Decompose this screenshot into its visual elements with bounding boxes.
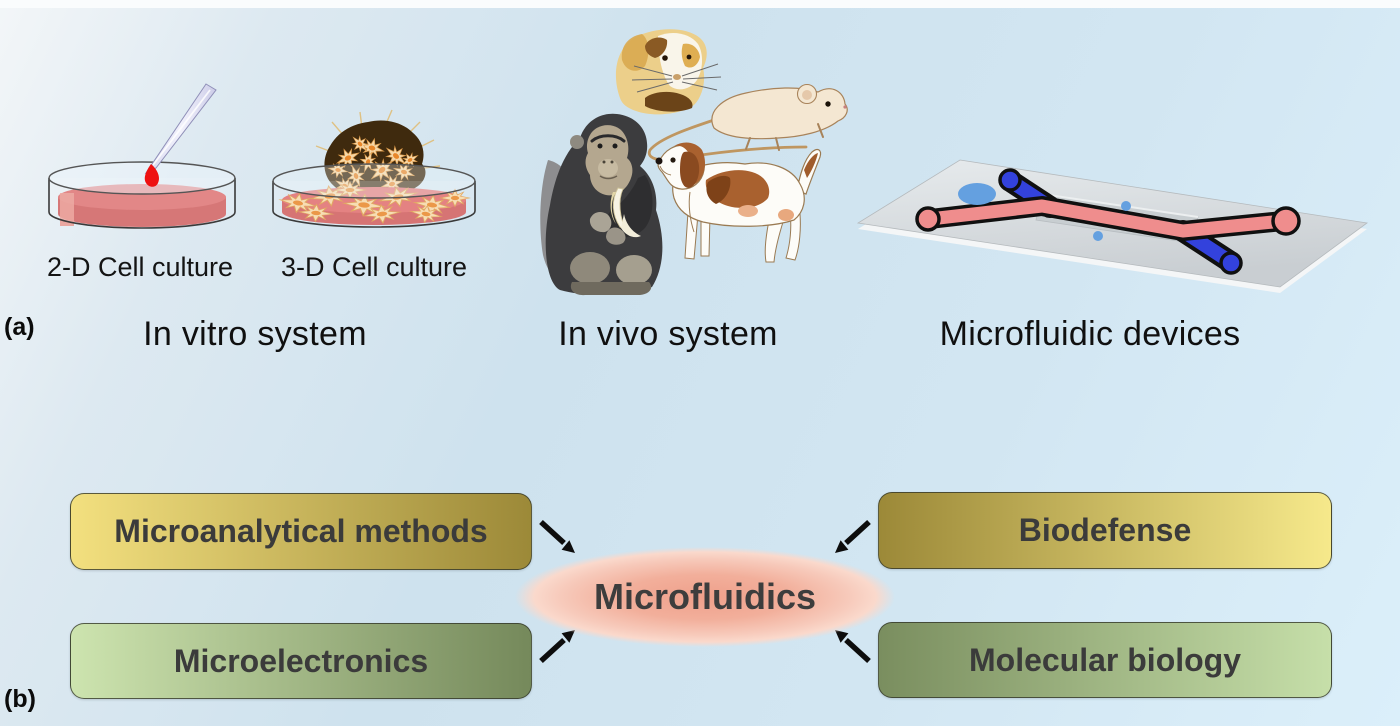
microfluidic-chip-illustration <box>856 159 1369 293</box>
mouse-illustration <box>647 83 848 162</box>
box-molecular-biology-label: Molecular biology <box>968 641 1242 678</box>
red-drop-icon <box>144 164 160 187</box>
in-vivo-system-title: In vivo system <box>558 315 778 353</box>
box-microanalytical-methods-label: Microanalytical methods <box>114 513 488 549</box>
banana-icon <box>610 187 641 238</box>
spheroid-illustration <box>315 109 441 199</box>
arrow-biodefense-icon <box>835 519 871 553</box>
chimpanzee-illustration <box>540 113 663 296</box>
box-microanalytical-methods: Microanalytical methods <box>70 493 532 570</box>
petri-dish-2d-illustration <box>48 83 236 229</box>
arrow-microelectronics-icon <box>539 630 575 664</box>
dish-3d-caption: 3-D Cell culture <box>280 252 468 282</box>
box-molecular-biology: Molecular biology <box>878 622 1332 698</box>
arrow-icons <box>539 519 871 664</box>
dog-illustration <box>655 142 822 263</box>
in-vitro-system-title: In vitro system <box>143 315 367 353</box>
box-biodefense: Biodefense <box>878 492 1332 569</box>
dish-2d-caption: 2-D Cell culture <box>46 252 234 282</box>
guinea-pig-illustration <box>615 29 722 115</box>
pipette-icon <box>144 83 217 175</box>
microfluidics-label: Microfluidics <box>593 576 817 617</box>
panel-a-label: (a) <box>4 313 35 341</box>
arrow-molecular-icon <box>835 630 871 664</box>
microfluidic-devices-title: Microfluidic devices <box>939 315 1241 353</box>
whiskers-icon <box>631 63 722 93</box>
panel-b-label: (b) <box>4 685 36 713</box>
petri-dish-3d-illustration <box>272 109 476 228</box>
top-margin <box>0 0 1400 8</box>
box-biodefense-label: Biodefense <box>1018 512 1192 548</box>
box-microelectronics: Microelectronics <box>70 623 532 699</box>
arrow-microanalytical-icon <box>539 519 575 553</box>
microfluidics-ellipse: Microfluidics <box>515 547 895 647</box>
box-microelectronics-label: Microelectronics <box>173 642 429 679</box>
